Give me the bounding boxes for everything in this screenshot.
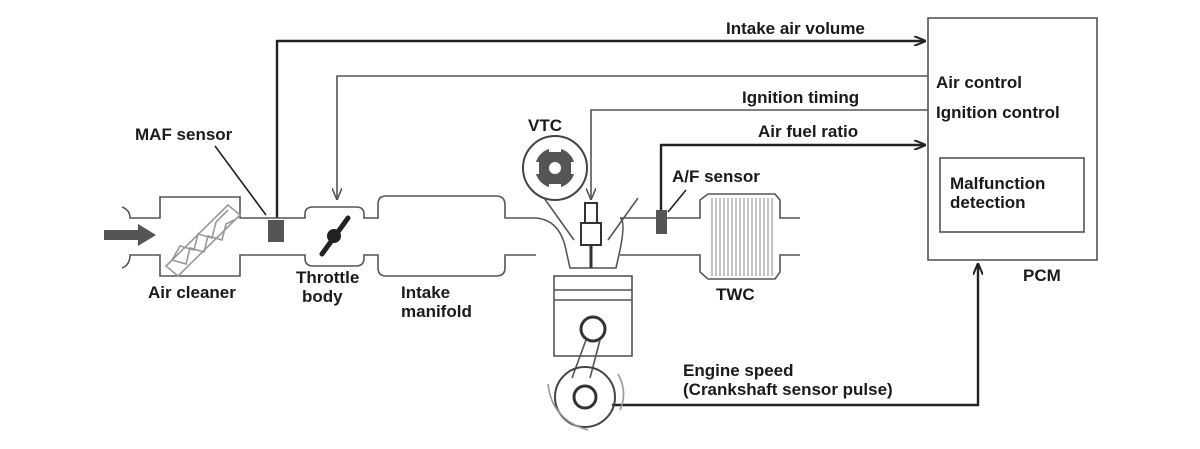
ignition-timing-label: Ignition timing [742, 88, 859, 107]
air-fuel-ratio-line [659, 145, 925, 210]
intake-manifold-label-line1: Intake [401, 283, 450, 302]
air-control-label: Air control [936, 73, 1022, 92]
intake-air-volume-label: Intake air volume [726, 19, 865, 38]
intake-duct [121, 193, 800, 280]
crankshaft-icon [547, 339, 625, 431]
af-sensor-icon [656, 210, 667, 234]
malfunction-detection-label-line2: detection [950, 193, 1026, 212]
pcm-box [927, 17, 1098, 261]
malfunction-detection-box [939, 157, 1085, 233]
piston-pin-icon [579, 315, 607, 343]
air-cleaner-filter-icon [164, 203, 242, 278]
air-fuel-ratio-label: Air fuel ratio [758, 122, 858, 141]
intake-manifold-label-line2: manifold [401, 302, 472, 321]
twc-converter-icon [711, 198, 773, 276]
af-sensor-pointer [667, 189, 687, 213]
air-control-line [337, 75, 928, 199]
ignition-control-label: Ignition control [936, 103, 1060, 122]
maf-sensor-icon [268, 220, 284, 242]
af-sensor-label: A/F sensor [672, 167, 760, 186]
engine-speed-label-line1: Engine speed [683, 361, 794, 380]
spark-plug-icon [580, 202, 602, 268]
pcm-label: PCM [1023, 266, 1061, 285]
throttle-body-label-line2: body [302, 287, 343, 306]
air-cleaner-label: Air cleaner [148, 283, 236, 302]
throttle-body-label-line1: Throttle [296, 268, 359, 287]
ignition-timing-line [591, 109, 928, 199]
twc-label: TWC [716, 285, 755, 304]
throttle-valve-icon [319, 215, 351, 257]
maf-sensor-pointer [214, 145, 267, 216]
vtc-label: VTC [528, 116, 562, 135]
malfunction-detection-label-line1: Malfunction [950, 174, 1045, 193]
engine-speed-label-line2: (Crankshaft sensor pulse) [683, 380, 893, 399]
vtc-gear-icon [522, 135, 588, 201]
maf-sensor-label: MAF sensor [135, 125, 233, 144]
engine-cylinder [535, 197, 639, 357]
air-inlet-arrow-icon [104, 224, 156, 246]
intake-air-volume-line [275, 41, 925, 218]
engine-speed-line [612, 264, 978, 407]
